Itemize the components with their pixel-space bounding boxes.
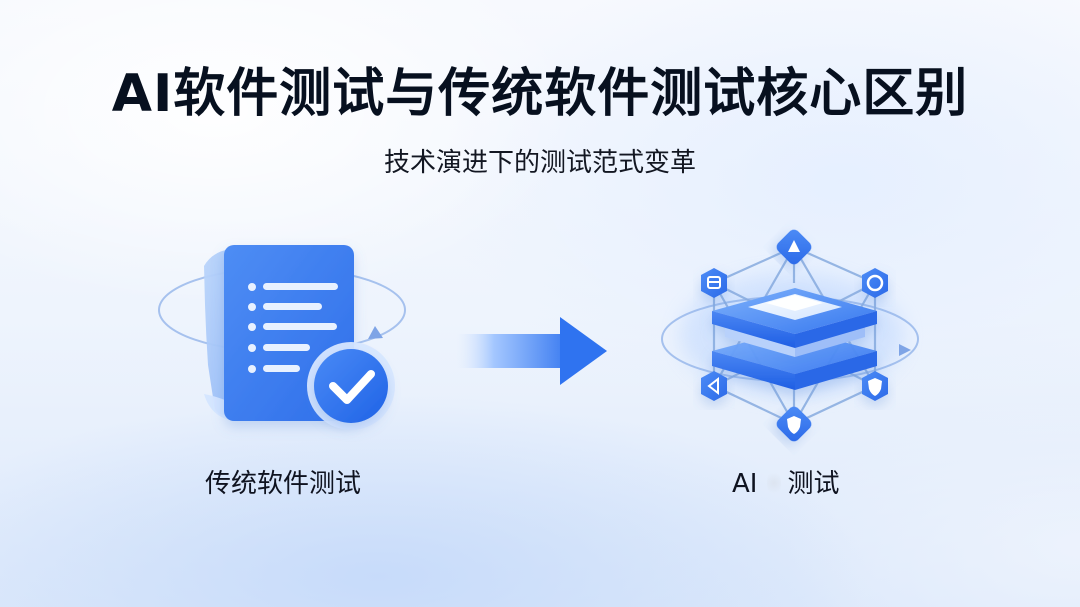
ai-node-top-icon [774, 227, 814, 267]
checkmark-badge-icon [307, 342, 395, 430]
traditional-testing-label: 传统软件测试 [205, 466, 361, 502]
transition-arrow-icon [456, 317, 607, 385]
ai-testing-label-suffix: 测试 [787, 469, 839, 499]
slide-subtitle: 技术演进下的测试范式变革 [0, 145, 1080, 181]
traditional-testing-illustration [159, 245, 405, 430]
ai-testing-label-prefix: AI [732, 469, 757, 499]
left-orbit-arrow [368, 326, 383, 339]
ai-testing-illustration [662, 227, 918, 444]
ai-testing-label: AI 测试 [732, 466, 839, 502]
ai-node-bottom-icon [774, 404, 814, 444]
label-glare-mark [767, 470, 781, 496]
slide-title: AI软件测试与传统软件测试核心区别 [0, 58, 1080, 130]
